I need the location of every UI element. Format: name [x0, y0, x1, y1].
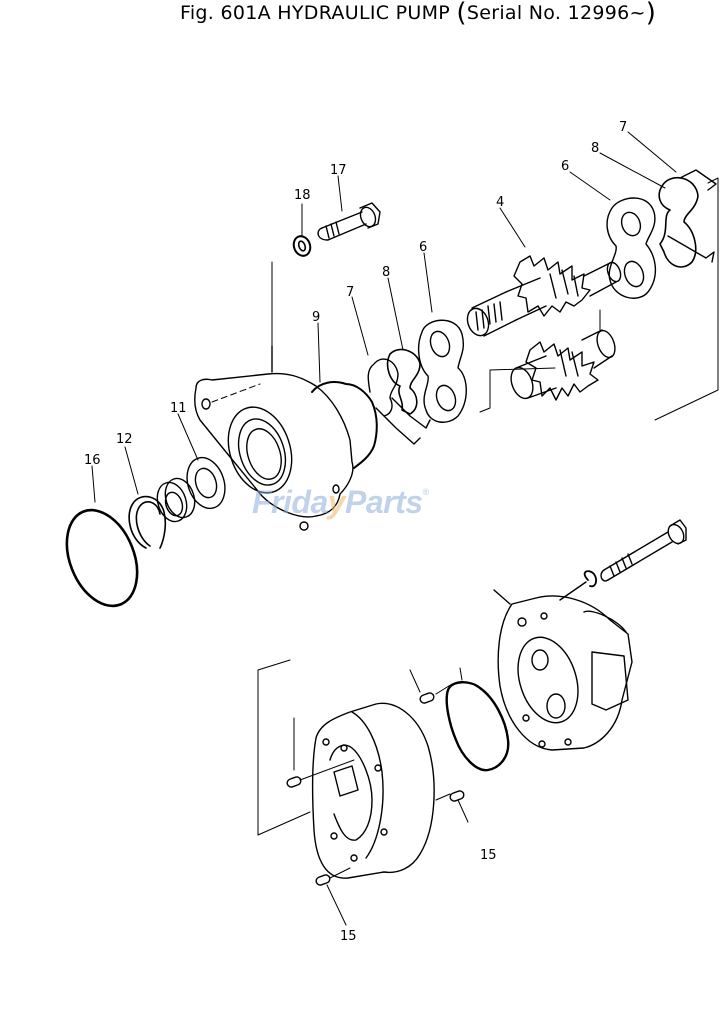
callout-8-rear: 8: [591, 141, 599, 156]
lock-washer-icon: [583, 570, 597, 588]
leader-lines: [91, 131, 677, 926]
callout-4: 4: [496, 195, 504, 210]
callout-17: 17: [330, 163, 347, 178]
paren-open: (: [456, 0, 467, 28]
bolt-17-icon: [317, 202, 381, 241]
dowel-pins-15-icon: [286, 667, 465, 886]
callout-8-front: 8: [382, 265, 390, 280]
bushing-plate-6-rear-icon: [606, 197, 656, 299]
needle-bearing-icon: [156, 477, 196, 523]
gear-housing-icon: [257, 659, 435, 879]
figure-name: HYDRAULIC PUMP: [277, 2, 451, 24]
driven-gear-icon: [510, 329, 616, 401]
upper-frame-line: [271, 177, 719, 421]
o-ring-rear-icon: [445, 681, 510, 772]
backup-ring-7-rear-icon: [667, 169, 717, 263]
paren-close: ): [645, 0, 657, 28]
backup-ring-7-front-icon: [367, 358, 431, 445]
o-ring-16-icon: [65, 508, 139, 608]
watermark-text-2: y: [327, 484, 346, 520]
snap-ring-12-icon: [128, 495, 167, 549]
callout-18: 18: [294, 188, 311, 203]
callout-16: 16: [84, 453, 101, 468]
figure-number: Fig. 601A: [180, 2, 271, 24]
callout-9: 9: [312, 310, 320, 325]
drive-gear-shaft-4-icon: [466, 255, 622, 337]
watermark-text-3: Parts: [345, 484, 423, 520]
callout-6-rear: 6: [561, 159, 569, 174]
callout-11: 11: [170, 401, 187, 416]
front-cover-icon: [194, 345, 354, 531]
rear-cover-icon: [493, 581, 633, 751]
dowel-pin-icon: [449, 790, 465, 802]
callout-15-right: 15: [480, 848, 497, 863]
callout-15-bottom: 15: [340, 929, 357, 944]
watermark-logo: FridayParts®: [252, 484, 429, 521]
seal-8-rear-icon: [658, 176, 699, 268]
serial-number: 12996~: [567, 2, 646, 24]
washer-18-icon: [292, 235, 312, 257]
seal-8-front-icon: [386, 348, 421, 415]
callout-7-rear: 7: [619, 120, 627, 135]
oil-seal-washer-11-icon: [186, 456, 226, 510]
bushing-plate-6-front-icon: [417, 319, 467, 423]
gasket-9-icon: [311, 381, 378, 469]
callout-labels: 17 18 4 6 8 7 9 8 7 6 11 12 16 15 15: [84, 120, 627, 944]
dowel-pin-icon: [286, 776, 302, 788]
figure-title: Fig. 601A HYDRAULIC PUMP (Serial No. 129…: [180, 0, 656, 26]
dowel-pin-icon: [419, 692, 435, 704]
dowel-pin-icon: [315, 874, 331, 886]
serial-prefix: Serial No.: [466, 2, 562, 24]
callout-6-front: 6: [419, 240, 427, 255]
long-bolt-icon: [600, 519, 687, 582]
registered-mark: ®: [422, 487, 430, 497]
callout-12: 12: [116, 432, 133, 447]
callout-7-front: 7: [346, 285, 354, 300]
watermark-text-1: Frida: [252, 484, 328, 520]
